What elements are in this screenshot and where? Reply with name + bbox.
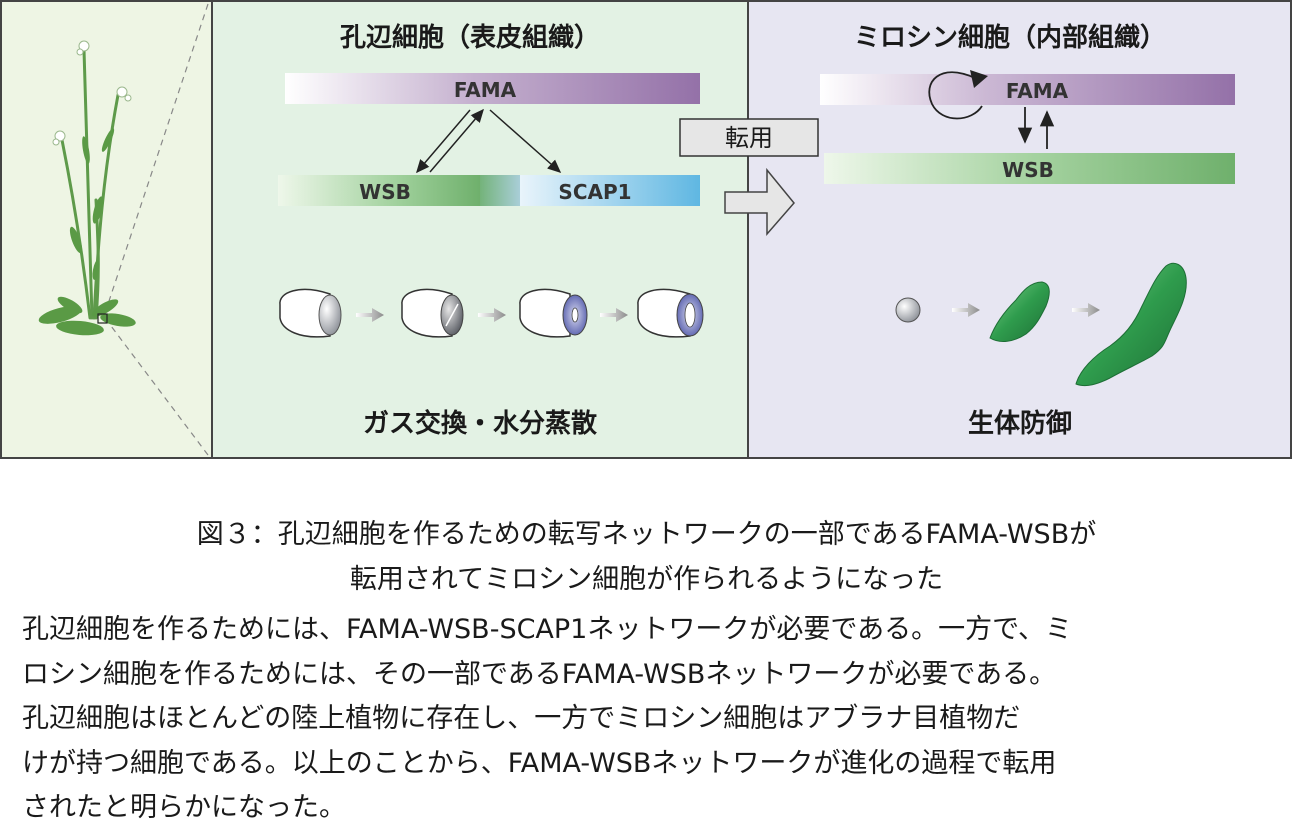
myrosin-cell-function: 生体防御 xyxy=(968,408,1072,439)
wsb-label-left: WSB xyxy=(359,180,411,204)
myrosin-cell-young xyxy=(989,281,1050,342)
myrosin-cell-mature xyxy=(1075,262,1187,387)
scap1-bar xyxy=(520,175,700,206)
guard-cell-function: ガス交換・水分蒸散 xyxy=(363,408,597,439)
paragraph-line-1: 孔辺細胞を作るためには、FAMA-WSB-SCAP1ネットワークが必要である。一… xyxy=(22,614,1073,645)
fama-bar-left xyxy=(285,73,700,104)
explanation-paragraph: 孔辺細胞を作るためには、FAMA-WSB-SCAP1ネットワークが必要である。一… xyxy=(22,608,1284,831)
myrosin-cell-panel xyxy=(747,0,1292,459)
figure-diagram: 孔辺細胞（表皮組織） FAMA WSB SCAP1 xyxy=(0,0,1292,459)
transition-label: 転用 xyxy=(725,124,773,152)
arabidopsis-plant-illustration xyxy=(38,3,209,456)
paragraph-line-3: 孔辺細胞はほとんどの陸上植物に存在し、一方でミロシン細胞はアブラナ目植物だ xyxy=(22,703,1021,734)
transition-label-box xyxy=(679,118,819,157)
stage-arrow-3 xyxy=(600,308,628,322)
transition-arrow xyxy=(724,167,795,237)
wsb-bar-left xyxy=(278,175,480,206)
mature-stoma-stage4 xyxy=(637,288,704,338)
stage-arrow-myrosin-1 xyxy=(952,303,980,317)
self-regulation-loop-arrow xyxy=(928,70,988,120)
guard-cell-stage2 xyxy=(401,288,464,338)
regulation-arrows-right xyxy=(1017,107,1055,149)
stage-arrow-myrosin-2 xyxy=(1072,303,1100,317)
paragraph-line-5: されたと明らかになった。 xyxy=(22,792,346,823)
fama-label-right: FAMA xyxy=(1006,79,1069,103)
guard-cell-development-sequence xyxy=(279,288,704,338)
myrosin-cell-title: ミロシン細胞（内部組織） xyxy=(854,22,1166,53)
guard-cell-title: 孔辺細胞（表皮組織） xyxy=(340,22,600,53)
figure-caption-line1: 図３：孔辺細胞を作るための転写ネットワークの一部であるFAMA-WSBが xyxy=(196,519,1097,550)
fama-label-left: FAMA xyxy=(454,78,517,102)
stage-arrow-1 xyxy=(356,308,384,322)
wsb-bar-right xyxy=(824,153,1235,184)
figure-caption-line2: 転用されてミロシン細胞が作られるようになった xyxy=(349,564,944,595)
fama-bar-right xyxy=(820,74,1235,105)
wsb-label-right: WSB xyxy=(1002,158,1054,182)
guard-mother-cell-stage1 xyxy=(279,288,342,338)
myrosin-cell-development-sequence xyxy=(895,262,1187,387)
plant-panel xyxy=(0,0,213,459)
paragraph-line-4: けが持つ細胞である。以上のことから、FAMA-WSBネットワークが進化の過程で転… xyxy=(22,747,1057,779)
myrosin-precursor-cell xyxy=(895,297,921,323)
stage-arrow-2 xyxy=(478,308,506,322)
wsb-scap1-junction xyxy=(480,175,520,206)
guard-cell-stage3 xyxy=(519,288,588,338)
scap1-label: SCAP1 xyxy=(558,180,631,204)
regulation-arrows-left xyxy=(416,108,562,174)
guard-cell-panel xyxy=(211,0,749,459)
paragraph-line-2: ロシン細胞を作るためには、その一部であるFAMA-WSBネットワークが必要である… xyxy=(22,658,1057,690)
